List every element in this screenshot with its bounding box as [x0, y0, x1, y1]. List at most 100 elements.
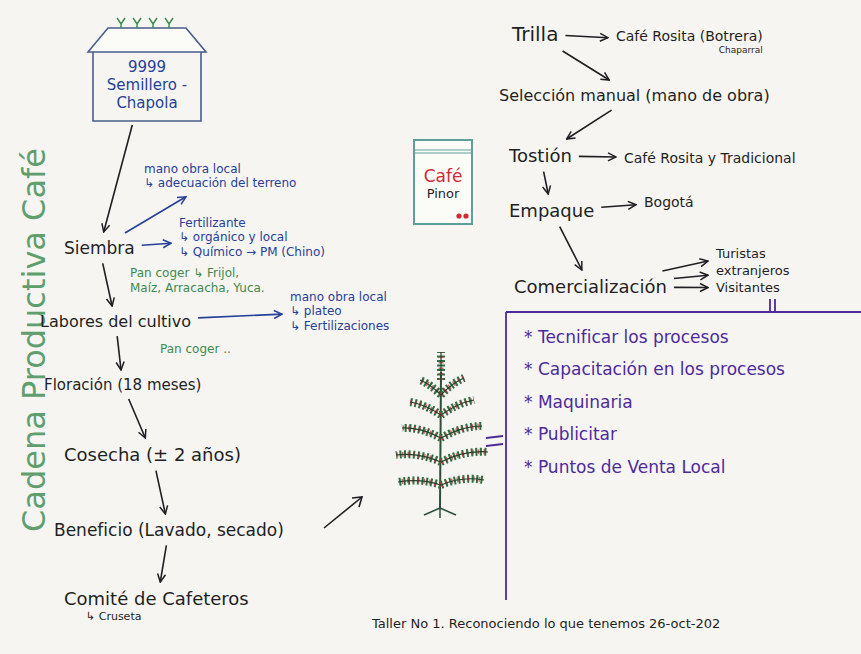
flow-arrow [129, 399, 146, 438]
node-text: mano obra local [290, 290, 389, 304]
node-text: Comercialización [514, 276, 667, 298]
process-detail: Bogotá [640, 192, 698, 213]
flow-arrow [579, 156, 616, 158]
house-body [93, 52, 201, 121]
bag-dot [456, 213, 461, 218]
process-step: Selección manual (mano de obra) [495, 84, 774, 107]
flow-arrow [567, 110, 612, 139]
flow-arrow [142, 243, 171, 245]
process-step: Siembra [60, 236, 139, 260]
flow-arrow [565, 36, 608, 38]
node-text: Trilla [512, 22, 558, 46]
process-detail: Café Rosita (Botrera)Chaparral [612, 26, 767, 58]
process-step: Comité de Cafeteros↳ Cruseta [60, 586, 253, 625]
flow-arrow [601, 205, 636, 207]
flow-arrow [544, 172, 549, 194]
node-text: Turistas [716, 246, 766, 262]
node-text: Bogotá [644, 194, 694, 211]
beneficio-arrow [324, 497, 362, 528]
flow-arrow [563, 51, 610, 80]
node-text: ↳ adecuación del terreno [144, 176, 296, 190]
node-text: Beneficio (Lavado, secado) [54, 520, 284, 540]
node-text: * Maquinaria [524, 392, 785, 412]
bag-body [414, 140, 472, 224]
equals-mark [486, 436, 503, 446]
nursery-house: 9999Semillero -Chapola [88, 18, 206, 122]
node-text: Café [416, 166, 470, 186]
flow-arrow [160, 545, 166, 582]
process-step: Beneficio (Lavado, secado) [50, 518, 288, 542]
bracket-line [505, 312, 507, 600]
node-text: Comité de Cafeteros [64, 588, 249, 610]
flow-arrow [103, 263, 112, 306]
node-text: ↳ orgánico y local [179, 230, 325, 244]
node-text: Café Rosita (Botrera) [616, 28, 763, 45]
flow-arrow [674, 275, 708, 278]
node-text: Selección manual (mano de obra) [499, 86, 770, 105]
node-text: * Publicitar [524, 424, 785, 444]
process-step: Cosecha (± 2 años) [60, 442, 245, 468]
node-text: * Capacitación en los procesos [524, 359, 785, 379]
node-text: extranjeros [716, 263, 790, 279]
process-step: Empaque [505, 198, 598, 224]
node-text: Labores del cultivo [40, 312, 191, 331]
crop-note: Pan coger .. [160, 342, 231, 357]
node-text: Fertilizante [179, 216, 325, 230]
node-text: * Tecnificar los procesos [524, 327, 785, 347]
flow-arrow [104, 125, 133, 232]
market-item: Visitantes [712, 278, 784, 298]
caption: Taller No 1. Reconociendo lo que tenemos… [372, 616, 720, 632]
annotation-block: Fertilizante↳ orgánico y local↳ Químico … [175, 214, 329, 261]
node-text: ↳ Fertilizaciones [290, 319, 389, 333]
seedling-symbol [165, 18, 173, 28]
chart-title: Cadena Productiva Café [14, 148, 54, 532]
bracket-line [506, 311, 861, 313]
node-text: Semillero -Chapola [94, 76, 200, 112]
process-detail: Café Rosita y Tradicional [620, 148, 800, 169]
arrow-head [352, 497, 362, 507]
flow-arrow [117, 336, 121, 370]
flow-arrow [198, 314, 282, 318]
double-line [770, 299, 775, 312]
market-item: Turistas [712, 244, 770, 264]
node-text: Café Rosita y Tradicional [624, 150, 796, 167]
flow-arrow [560, 227, 582, 270]
tree-foliage-red [396, 352, 488, 485]
market-item: extranjeros [712, 261, 794, 281]
process-step: Floración (18 meses) [40, 374, 205, 396]
node-text: Pinor [416, 186, 470, 202]
node-text: ↳ plateo [290, 304, 389, 318]
coffee-tree [396, 352, 488, 518]
annotation-block: mano obra local↳ plateo↳ Fertilizaciones [286, 288, 393, 335]
node-text: Cosecha (± 2 años) [64, 444, 241, 466]
node-text: * Puntos de Venta Local [524, 457, 785, 477]
node-text: Chaparral [616, 45, 763, 56]
node-text: Visitantes [716, 280, 780, 296]
seedling-symbol [117, 18, 125, 28]
coffee-bag: CaféPinor [412, 138, 474, 226]
process-step: Trilla [508, 20, 562, 48]
node-text: mano obra local [144, 162, 296, 176]
seedling-symbol [149, 18, 157, 28]
node-text: 9999 [94, 58, 200, 76]
process-step: Labores del cultivo [36, 310, 195, 333]
tree-roots [424, 508, 456, 518]
node-text: Tostión [509, 145, 572, 167]
node-text: Floración (18 meses) [44, 376, 201, 394]
needs-list: * Tecnificar los procesos * Capacitación … [520, 325, 789, 479]
tree-foliage [396, 352, 488, 485]
bag-dot [463, 213, 468, 218]
arrow-line [324, 497, 362, 528]
annotation-block: mano obra local↳ adecuación del terreno [140, 160, 300, 193]
process-step: Comercialización [510, 274, 671, 300]
flow-arrow [125, 197, 186, 233]
node-text: Empaque [509, 200, 594, 222]
seedling-symbol [133, 18, 141, 28]
house-roof [88, 28, 206, 52]
tree-branches [396, 352, 488, 485]
purple-bracket [486, 299, 861, 600]
node-text: ↳ Cruseta [64, 610, 249, 623]
node-text: Siembra [64, 238, 135, 258]
node-text: ↳ Químico → PM (Chino) [179, 245, 325, 259]
